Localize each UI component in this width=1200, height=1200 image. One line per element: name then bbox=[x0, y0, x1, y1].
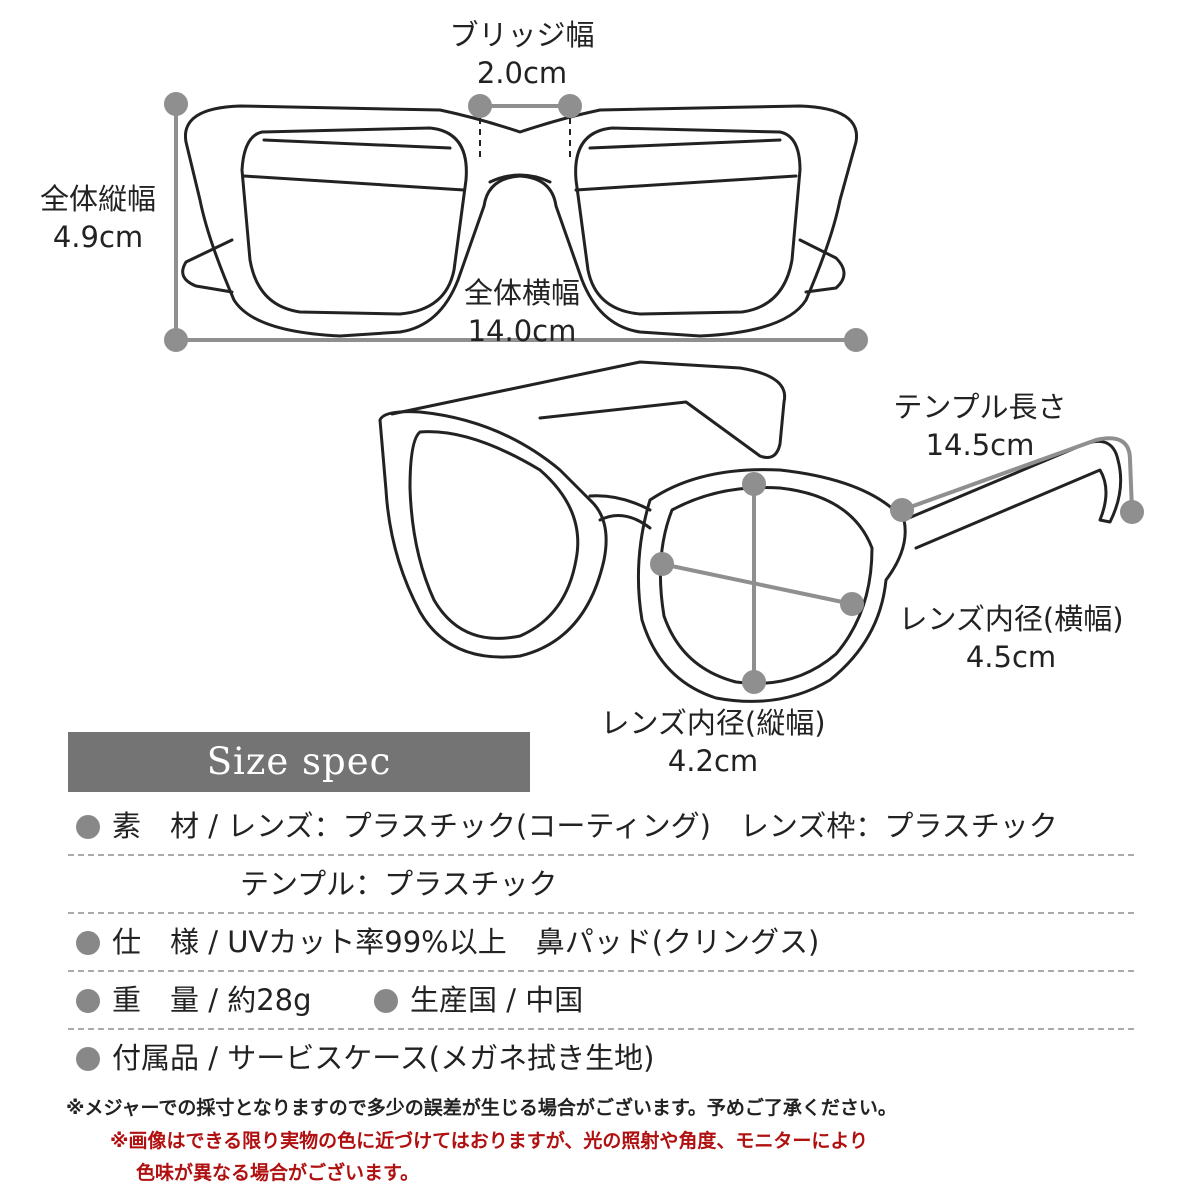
color-note-line2: 色味が異なる場合がございます。 bbox=[136, 1162, 420, 1184]
glasses-diagram bbox=[164, 92, 1144, 703]
size-spec-title: Size spec bbox=[206, 740, 392, 783]
spec-row-feature: 仕 様 / UVカット率99%以上 鼻パッド(クリングス) bbox=[68, 914, 1134, 972]
bullet-icon bbox=[374, 989, 398, 1013]
bullet-icon bbox=[76, 989, 100, 1013]
bullet-icon bbox=[76, 815, 100, 839]
spec-row-material: 素 材 / レンズ：プラスチック(コーティング) レンズ枠：プラスチック bbox=[68, 798, 1134, 856]
lens-width-label: レンズ内径(横幅)4.5cm bbox=[898, 602, 1124, 674]
color-note-line1: ※画像はできる限り実物の色に近づけてはおりますが、光の照射や角度、モニターにより bbox=[110, 1130, 868, 1152]
bullet-icon bbox=[76, 1047, 100, 1071]
measurement-guides bbox=[164, 92, 1144, 694]
measurement-note: ※メジャーでの採寸となりますので多少の誤差が生じる場合がございます。予めご了承く… bbox=[66, 1097, 897, 1119]
spec-row-accessory: 付属品 / サービスケース(メガネ拭き生地) bbox=[68, 1030, 1134, 1088]
spec-row-weight: 重 量 / 約28g 生産国 / 中国 bbox=[68, 972, 1134, 1030]
bullet-icon bbox=[76, 931, 100, 955]
size-spec-header: Size spec bbox=[68, 732, 530, 792]
lens-height-label: レンズ内径(縦幅)4.2cm bbox=[600, 706, 826, 778]
front-view-glasses bbox=[181, 104, 859, 338]
spec-row-temple: テンプル：プラスチック bbox=[68, 856, 1134, 914]
angled-view-glasses bbox=[378, 360, 1123, 703]
